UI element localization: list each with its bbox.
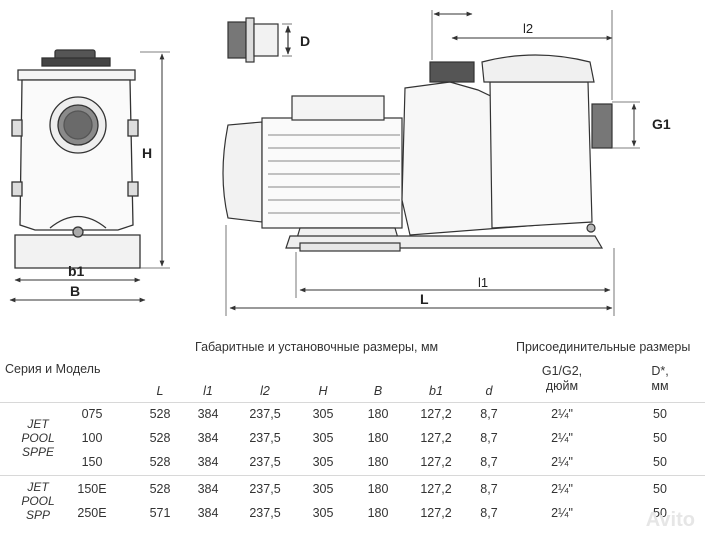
- dim-l1: l1: [295, 252, 611, 298]
- column-header-l2: l2: [260, 384, 270, 398]
- union-fitting: D: [227, 17, 310, 63]
- cell-d: 8,7: [480, 407, 498, 421]
- cell-g: 2¼": [551, 482, 573, 496]
- dim-label-l2: l2: [523, 21, 533, 36]
- cell-L: 528: [149, 482, 171, 496]
- dim-label-b1: b1: [68, 263, 85, 279]
- cell-b1: 127,2: [420, 455, 452, 469]
- cell-H: 305: [312, 407, 334, 421]
- pump-front-view: [11, 49, 141, 269]
- dim-L: L: [225, 225, 615, 316]
- cell-d: 8,7: [480, 455, 498, 469]
- table-row: 150 528 384 237,5 305 180 127,2 8,7 2¼" 50: [0, 450, 705, 474]
- cell-l1: 384: [197, 431, 219, 445]
- table-row: 100 528 384 237,5 305 180 127,2 8,7 2¼" 50: [0, 426, 705, 450]
- cell-b1: 127,2: [420, 431, 452, 445]
- table-row: 075 528 384 237,5 305 180 127,2 8,7 2¼" 50: [0, 402, 705, 426]
- dim-b1-B: b1 B: [9, 263, 146, 303]
- cell-model: 250E: [77, 506, 107, 520]
- cell-B: 180: [367, 407, 389, 421]
- cell-b1: 127,2: [420, 407, 452, 421]
- cell-g: 2¼": [551, 431, 573, 445]
- cell-l2: 237,5: [249, 482, 281, 496]
- cell-model: 150: [81, 455, 103, 469]
- cell-B: 180: [367, 431, 389, 445]
- cell-l2: 237,5: [249, 455, 281, 469]
- cell-d: 8,7: [480, 431, 498, 445]
- pump-side-view: [222, 54, 613, 252]
- cell-B: 180: [367, 455, 389, 469]
- series-label: JET POOL SPP: [21, 480, 55, 522]
- cell-H: 305: [312, 482, 334, 496]
- table-row: 150E 528 384 237,5 305 180 127,2 8,7 2¼" 50: [0, 477, 705, 501]
- cell-l2: 237,5: [249, 431, 281, 445]
- dim-label-G1: G1: [652, 116, 671, 132]
- series-model-label: Серия и Модель: [5, 362, 101, 376]
- cell-D: 50: [653, 407, 667, 421]
- group2-title: Присоединительные размеры: [516, 340, 691, 354]
- cell-d: 8,7: [480, 506, 498, 520]
- column-header-b1: b1: [429, 384, 443, 398]
- conn-header-0: G1/G2, дюйм: [541, 364, 583, 393]
- cell-D: 50: [653, 431, 667, 445]
- dim-label-L: L: [420, 291, 429, 307]
- cell-l2: 237,5: [249, 407, 281, 421]
- series-label: JET POOL SPPE: [21, 417, 55, 459]
- dim-label-H: H: [142, 145, 152, 161]
- column-header-l1: l1: [203, 384, 213, 398]
- dim-label-D: D: [300, 33, 310, 49]
- cell-L: 528: [149, 407, 171, 421]
- cell-H: 305: [312, 506, 334, 520]
- series-divider: [0, 475, 705, 476]
- dim-label-l1: l1: [478, 275, 488, 290]
- cell-l1: 384: [197, 482, 219, 496]
- cell-L: 528: [149, 431, 171, 445]
- cell-D: 50: [653, 482, 667, 496]
- dim-H: H: [140, 51, 170, 269]
- pump-drawing: H b1 B D: [9, 10, 671, 316]
- cell-l1: 384: [197, 407, 219, 421]
- column-header-H: H: [318, 384, 328, 398]
- cell-model: 150E: [77, 482, 107, 496]
- cell-model: 100: [81, 431, 103, 445]
- dim-l2: l2: [431, 10, 613, 100]
- cell-b1: 127,2: [420, 482, 452, 496]
- cell-L: 571: [149, 506, 171, 520]
- cell-H: 305: [312, 455, 334, 469]
- dim-label-B: B: [70, 283, 80, 299]
- cell-L: 528: [149, 455, 171, 469]
- header-divider: [0, 402, 705, 403]
- cell-model: 075: [81, 407, 103, 421]
- cell-l1: 384: [197, 506, 219, 520]
- cell-D: 50: [653, 455, 667, 469]
- column-header-B: B: [373, 384, 383, 398]
- group1-title: Габаритные и установочные размеры, мм: [195, 340, 439, 354]
- cell-l2: 237,5: [249, 506, 281, 520]
- cell-H: 305: [312, 431, 334, 445]
- cell-g: 2¼": [551, 407, 573, 421]
- cell-B: 180: [367, 506, 389, 520]
- table-row: 250E 571 384 237,5 305 180 127,2 8,7 2¼" 50: [0, 501, 705, 525]
- column-header-L: L: [156, 384, 164, 398]
- column-header-d: d: [485, 384, 493, 398]
- cell-g: 2¼": [551, 455, 573, 469]
- conn-header-1: D*, мм: [651, 364, 669, 393]
- dim-G1: G1: [612, 101, 671, 149]
- cell-b1: 127,2: [420, 506, 452, 520]
- cell-l1: 384: [197, 455, 219, 469]
- cell-g: 2¼": [551, 506, 573, 520]
- cell-d: 8,7: [480, 482, 498, 496]
- cell-D: 50: [653, 506, 667, 520]
- motor-fins: [268, 134, 400, 214]
- cell-B: 180: [367, 482, 389, 496]
- watermark: Avito: [645, 509, 695, 531]
